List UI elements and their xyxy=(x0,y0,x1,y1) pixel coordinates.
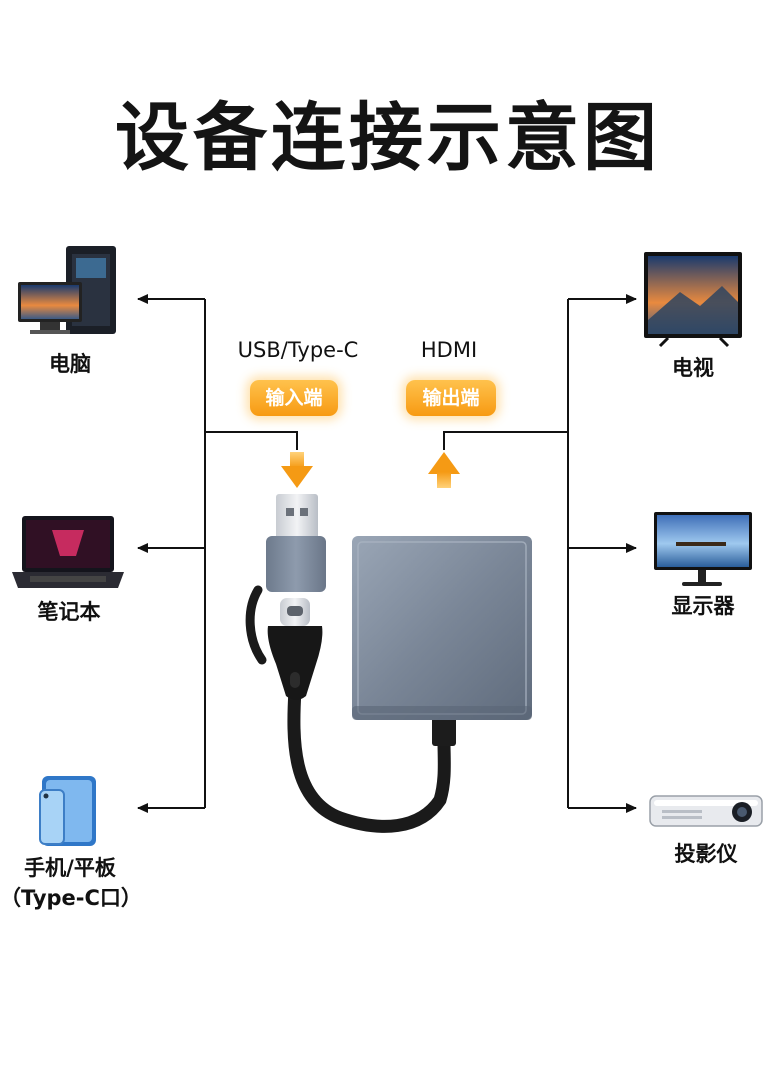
output-arrow-icon xyxy=(428,452,460,488)
type-c-plug-icon xyxy=(267,598,323,700)
monitor-icon xyxy=(654,512,752,586)
cable-strain-relief xyxy=(432,716,456,746)
output-badge: 输出端 xyxy=(406,380,496,416)
desktop-pc-icon xyxy=(18,246,116,334)
display-label-monitor: 显示器 xyxy=(671,594,735,618)
display-label-projector: 投影仪 xyxy=(674,842,738,866)
projector-icon xyxy=(649,795,763,827)
source-sublabel-phone: （Type-C口） xyxy=(0,886,142,910)
source-label-pc: 电脑 xyxy=(49,352,91,376)
adapter-cable xyxy=(245,585,451,833)
input-port-label: USB/Type-C xyxy=(237,338,359,362)
diagram-title: 设备连接示意图 xyxy=(115,95,661,181)
input-badge: 输入端 xyxy=(250,380,338,416)
usb-a-plug-icon xyxy=(266,494,326,592)
output-port-label: HDMI xyxy=(420,338,478,362)
phone-tablet-icon xyxy=(39,776,96,846)
right-connector xyxy=(443,294,637,813)
tv-icon xyxy=(644,252,742,348)
display-label-tv: 电视 xyxy=(672,356,714,380)
input-arrow-icon xyxy=(281,452,313,488)
left-connector xyxy=(137,294,298,813)
source-label-phone: 手机/平板 xyxy=(24,856,116,880)
source-label-laptop: 笔记本 xyxy=(37,600,101,624)
laptop-icon xyxy=(12,516,124,588)
adapter-box xyxy=(352,536,532,720)
